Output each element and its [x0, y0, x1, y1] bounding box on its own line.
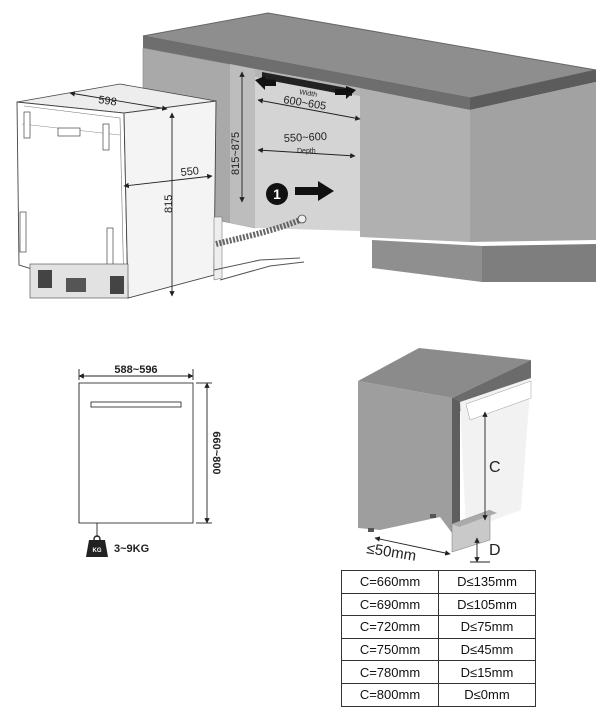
door-width-label: 588~596: [114, 364, 157, 376]
table-cell-c: C=800mm: [341, 682, 439, 707]
cabinet-dimension-lines: [239, 71, 361, 203]
table-row: C=690mm D≤105mm: [341, 592, 536, 617]
table-cell-d: D≤75mm: [438, 615, 536, 639]
dishwasher-depth-label: 550: [180, 165, 200, 179]
table-cell-c: C=690mm: [341, 592, 439, 617]
cabinet-width-title: Width: [299, 89, 318, 99]
table-row: C=720mm D≤75mm: [341, 615, 536, 639]
door-dimension-lines: [78, 369, 212, 537]
table-cell-c: C=720mm: [341, 615, 439, 639]
dishwasher-height-label: 815: [163, 195, 175, 213]
weight-icon-text: KG: [93, 548, 102, 554]
niche-arrows: [255, 76, 356, 99]
clearance-table: C=660mm D≤135mm C=690mm D≤105mm C=720mm …: [341, 570, 536, 707]
door-panel: [78, 382, 194, 524]
door-weight-label: 3~9KG: [114, 543, 149, 555]
cabinet-depth-title: Depth: [297, 148, 316, 155]
side-view-dishwasher: [358, 348, 532, 553]
table-row: C=750mm D≤45mm: [341, 637, 536, 662]
step-badge: [266, 183, 288, 205]
side-label-d: D: [489, 542, 501, 559]
table-row: C=800mm D≤0mm: [341, 682, 536, 707]
table-cell-d: D≤105mm: [438, 592, 536, 617]
door-height-label: 660~800: [210, 431, 222, 474]
table-cell-d: D≤15mm: [438, 660, 536, 684]
table-cell-c: C=750mm: [341, 637, 439, 662]
table-cell-c: C=780mm: [341, 660, 439, 684]
side-dimension-lines: [374, 411, 490, 563]
table-cell-c: C=660mm: [341, 570, 439, 594]
step-number: 1: [273, 186, 281, 202]
dishwasher-width-label: 598: [98, 94, 118, 108]
table-row: C=660mm D≤135mm: [341, 570, 536, 594]
weight-icon: KG: [86, 535, 108, 557]
table-cell-d: D≤0mm: [438, 682, 536, 707]
cabinet-depth-label: 550~600: [284, 131, 328, 145]
side-label-c: C: [489, 459, 501, 476]
drain-hose: [215, 214, 307, 247]
table-cell-d: D≤135mm: [438, 570, 536, 594]
table-row: C=780mm D≤15mm: [341, 660, 536, 684]
cabinet-height-label: 815~875: [230, 132, 242, 175]
insert-arrow-icon: [295, 181, 334, 201]
dishwasher-dimension-lines: [69, 91, 213, 297]
step-indicator: 1: [266, 181, 334, 205]
table-cell-d: D≤45mm: [438, 637, 536, 662]
side-gap-label: ≤50mm: [365, 540, 417, 565]
